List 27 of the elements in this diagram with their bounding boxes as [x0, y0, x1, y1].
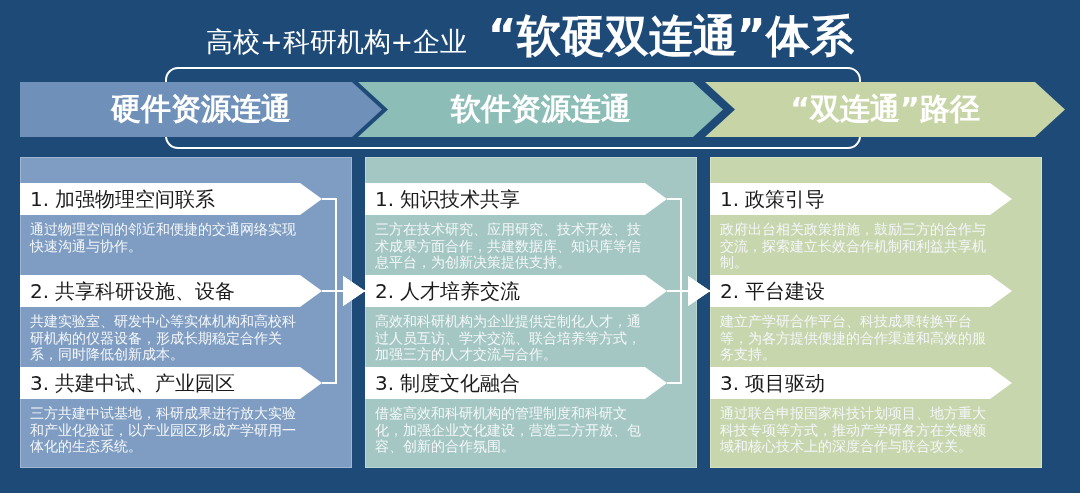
connector-arrow [321, 276, 366, 384]
heading-banner: 2. 人才培养交流 [365, 275, 667, 307]
item-description: 借鉴高效和科研机构的管理制度和科研文化，加强企业文化建设，营造三方开放、包容、创新的合作氛围。 [375, 405, 641, 455]
stage-heading: “双连通”路径 [790, 92, 980, 127]
item-description: 政府出台相关政策措施，鼓励三方的合作与交流，探索建立长效合作机制和利益共享机制。 [720, 221, 986, 271]
heading-banner: 1. 政策引导 [710, 183, 1012, 215]
content-panel [365, 157, 697, 468]
item-description: 共建实验室、研发中心等实体机构和高校科研机构的仪器设备，形成长期稳定合作关系，同时降低创新成本。 [30, 313, 296, 363]
heading-banner: 3. 制度文化融合 [365, 367, 667, 399]
item-description: 通过联合申报国家科技计划项目、地方重大科技专项等方式，推动产学研各方在关键领域和核心技术上的深度合作与联合攻关。 [720, 405, 986, 455]
heading-banner: 1. 知识技术共享 [365, 183, 667, 215]
stage-heading: 软件资源连通 [450, 92, 631, 127]
connector-arrow [666, 276, 711, 384]
heading-banner: 1. 加强物理空间联系 [20, 183, 322, 215]
content-panel [20, 157, 352, 468]
heading-banner: 3. 项目驱动 [710, 367, 1012, 399]
heading-banner: 3. 共建中试、产业园区 [20, 367, 322, 399]
item-description: 高效和科研机构为企业提供定制化人才，通过人员互访、学术交流、联合培养等方式，加强三方的人才交流与合作。 [375, 313, 641, 363]
heading-banner: 2. 平台建设 [710, 275, 1012, 307]
stage-heading: 硬件资源连通 [111, 92, 291, 127]
item-description: 通过物理空间的邻近和便捷的交通网络实现快速沟通与协作。 [30, 221, 296, 254]
item-description: 三方共建中试基地，科研成果进行放大实验和产业化验证，以产业园区形成产学研用一体化的生态系统。 [30, 405, 296, 455]
diagram-title: 高校+科研机构+企业 “软硬双连通”体系 [206, 9, 854, 63]
item-description: 三方在技术研究、应用研究、技术开发、技术成果方面合作，共建数据库、知识库等信息平台，为创新决策提供支持。 [375, 221, 641, 271]
heading-banner: 2. 共享科研设施、设备 [20, 275, 322, 307]
content-panel [710, 157, 1042, 468]
item-description: 建立产学研合作平台、科技成果转换平台等，为各方提供便捷的合作渠道和高效的服务支持。 [720, 313, 986, 363]
